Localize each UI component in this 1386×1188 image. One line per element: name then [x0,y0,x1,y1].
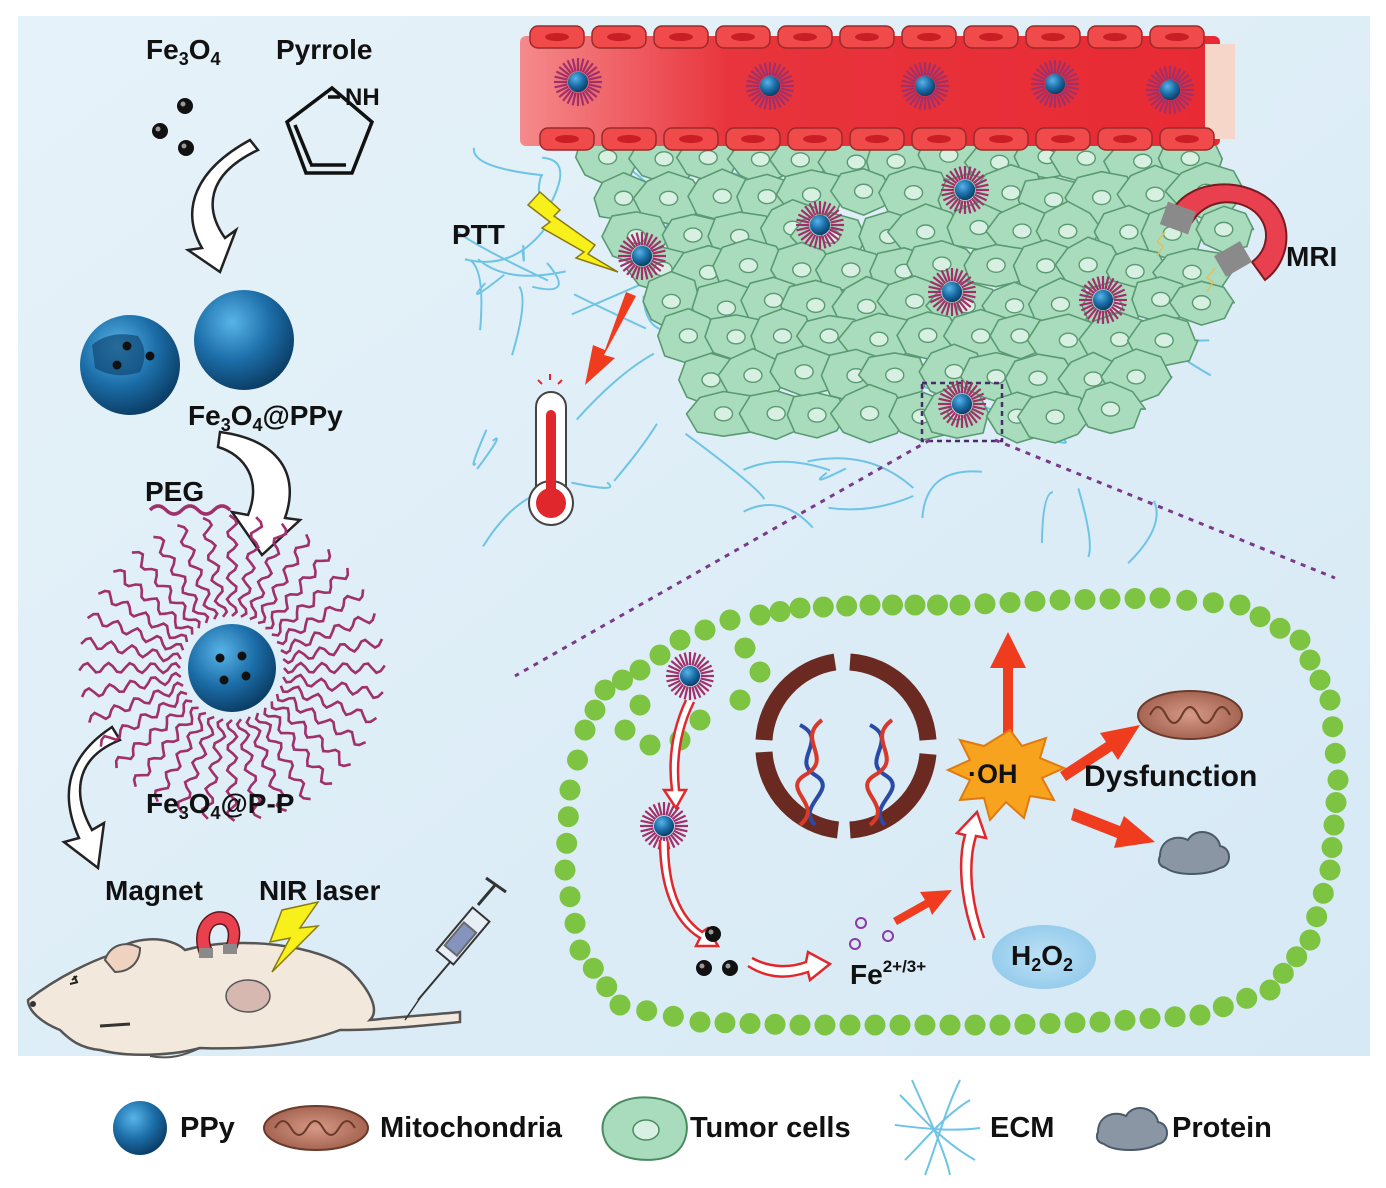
label-peg: PEG [145,476,205,507]
fe3o4-ppy-particle-whole [194,290,294,390]
label-fe3o4: Fe3O4 [146,34,221,69]
mitochondria-cell [1137,690,1243,740]
label-mri: MRI [1286,241,1338,272]
legend [113,1079,1168,1176]
fe3o4-released [696,926,738,976]
nir-laser-bolt [268,900,321,973]
nucleus [755,653,937,839]
legend-mitochondria-icon [263,1105,369,1151]
legend-ecm-label: ECM [990,1112,1055,1144]
label-fe3o4-ppy: Fe3O4@PPy [188,400,343,435]
hydroxyl-radical-burst [945,728,1067,823]
protein-cell [1157,831,1230,875]
zoom-line-left [514,438,931,678]
mri-magnet [1155,183,1288,293]
reaction-arrows [893,632,1155,925]
fe3o4-ppy-particle-inner [80,315,180,415]
h2o2-ellipse [992,925,1096,989]
heat-arrow [585,292,636,385]
magnet-on-mouse [196,911,241,958]
legend-protein-label: Protein [1172,1112,1272,1144]
label-dysfunction: Dysfunction [1084,760,1258,793]
pyrrole-structure [284,85,375,175]
label-magnet: Magnet [105,875,203,906]
thermometer-icon [528,374,574,526]
label-nir-laser: NIR laser [259,875,381,906]
legend-mitochondria-label: Mitochondria [380,1112,563,1144]
legend-ppy-label: PPy [180,1112,235,1144]
synthesis-arrow-1 [184,138,260,274]
dna-helix [795,718,895,827]
synthesis-arrow-3 [61,725,122,871]
mouse [26,938,462,1059]
fe3o4-particles [152,98,194,156]
label-ptt: PTT [452,219,505,250]
label-pyrrole: Pyrrole [276,34,373,65]
synthesis-arrow-2 [216,430,303,557]
legend-ecm-icon [894,1079,981,1176]
fe3o4-p-p-nanoparticle [78,514,386,822]
cell-membrane [554,587,1349,1036]
label-h2o2: H2O2 [1011,940,1074,975]
legend-ppy-icon [113,1101,167,1155]
ptt-laser-bolt [526,190,619,273]
legend-tumor-cell-icon [601,1096,688,1161]
legend-tumor-cells-label: Tumor cells [690,1112,851,1144]
legend-protein-icon [1095,1107,1168,1151]
label-oh: ·OH [968,759,1018,789]
peg-strand [148,504,232,516]
pathway-arrows [658,699,988,983]
label-nh: NH [345,84,380,111]
label-fe-ion: Fe2+/3+ [850,957,927,990]
vessel-endothelial-cells [529,25,1215,151]
label-fe3o4-p-p: Fe3O4@P-P [146,788,295,823]
fe-ion-circles [849,917,894,950]
syringe [404,876,507,1021]
